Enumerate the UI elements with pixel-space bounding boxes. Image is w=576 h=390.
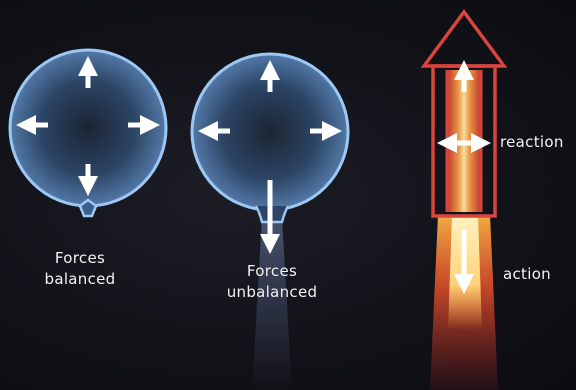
label-unbalanced-line1: Forces (212, 261, 332, 282)
label-action: action (503, 264, 551, 285)
label-balanced-line1: Forces (30, 248, 130, 269)
label-balanced-line2: balanced (30, 269, 130, 290)
label-unbalanced-line2: unbalanced (212, 282, 332, 303)
label-forces-balanced: Forces balanced (30, 248, 130, 290)
rocket-icon (424, 12, 504, 216)
label-reaction: reaction (500, 132, 564, 153)
rocket-nose-cone (424, 12, 504, 66)
label-forces-unbalanced: Forces unbalanced (212, 261, 332, 303)
